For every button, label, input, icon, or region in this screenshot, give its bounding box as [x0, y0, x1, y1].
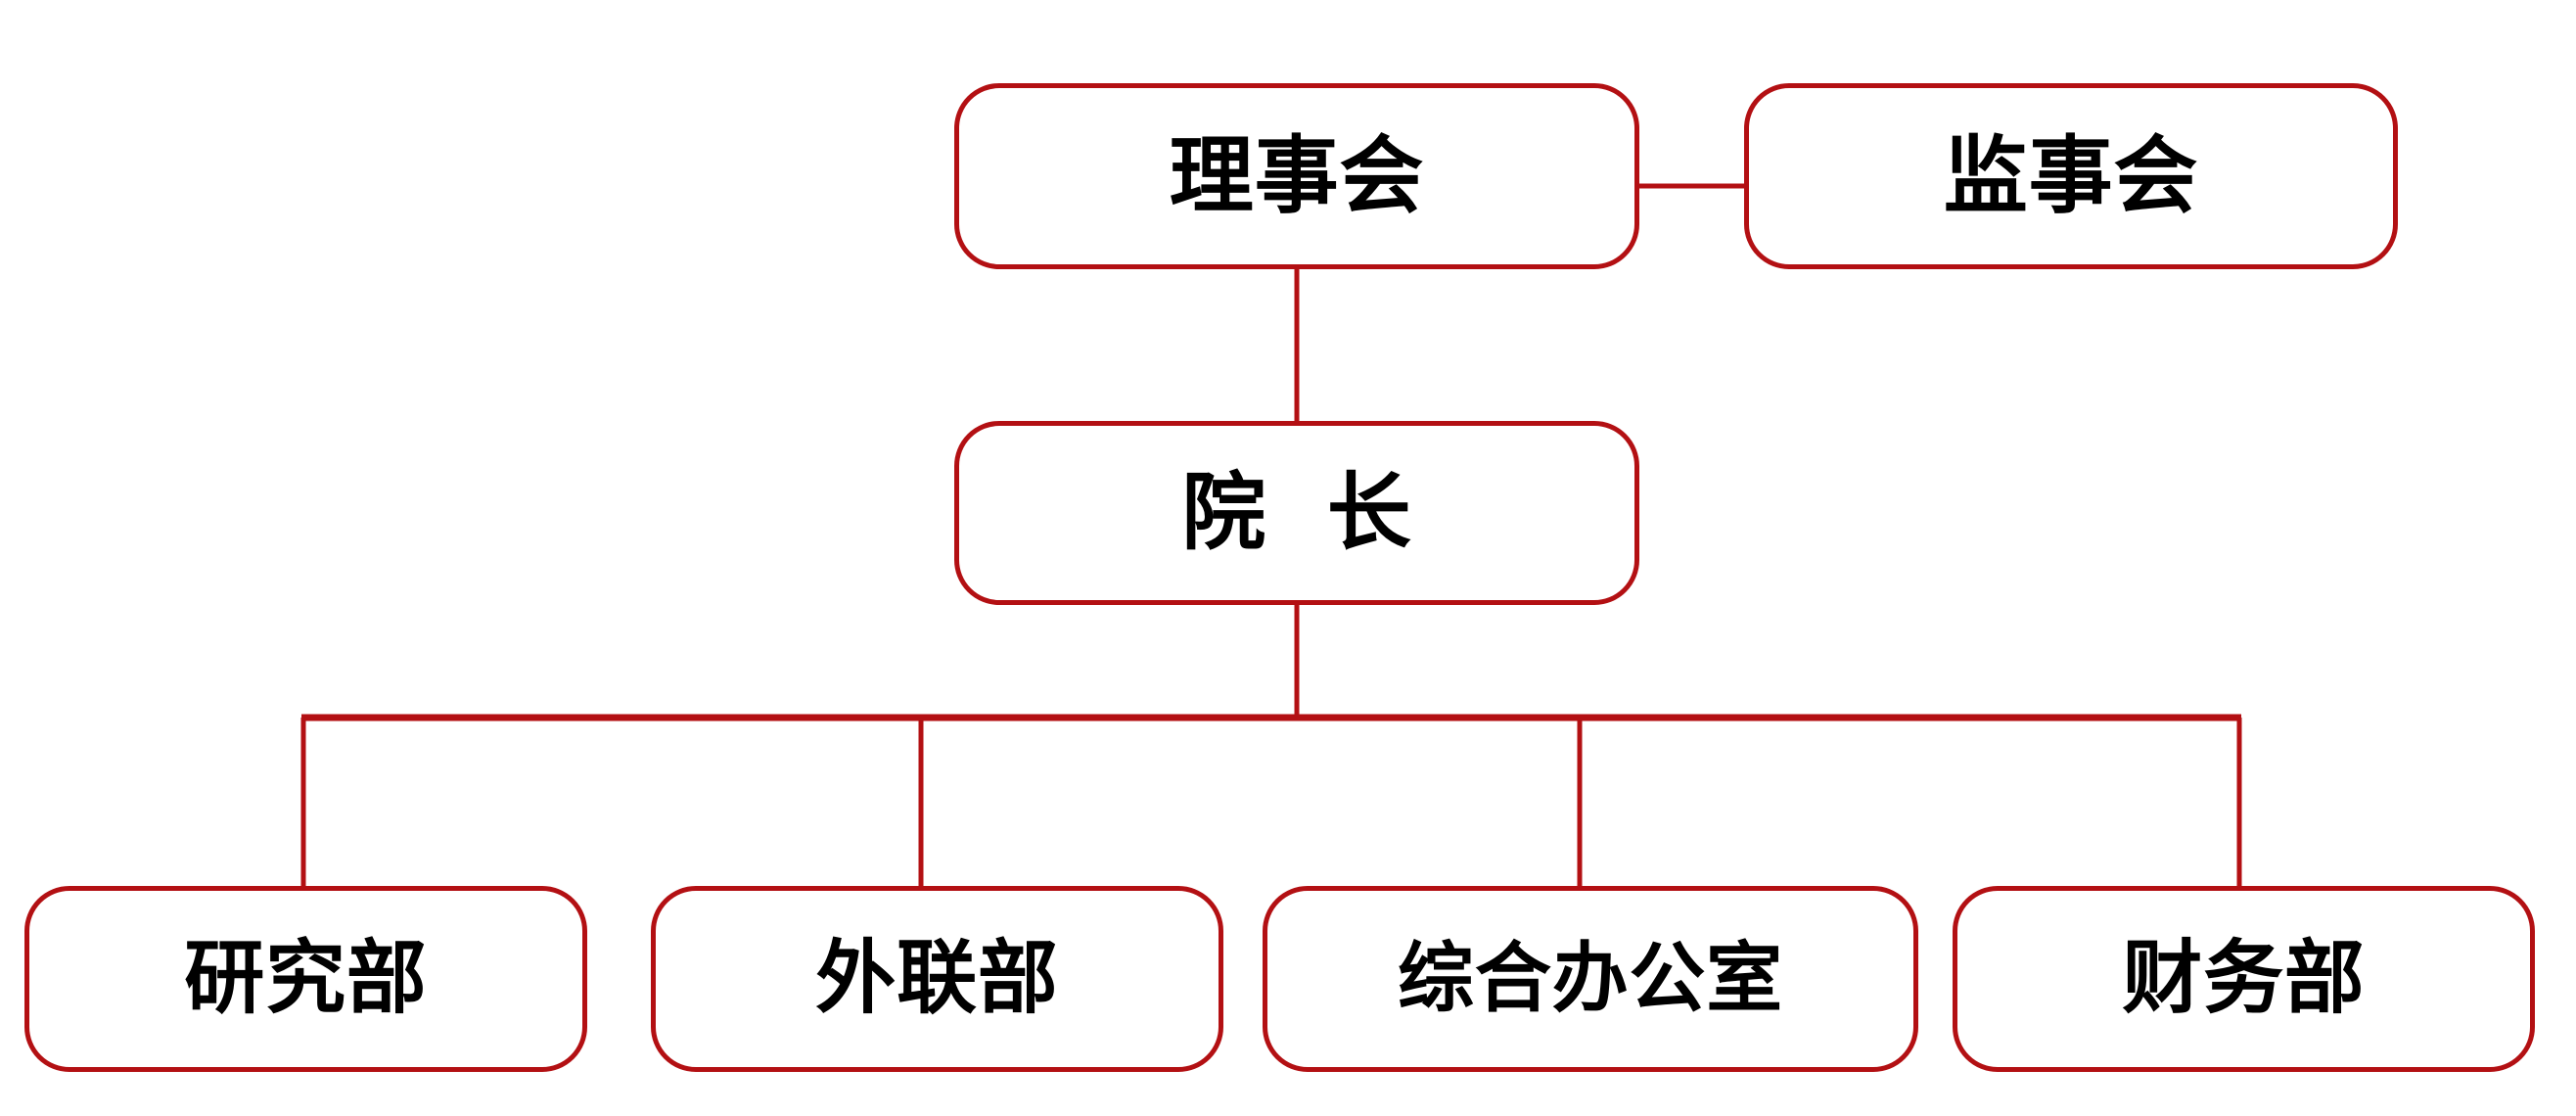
- node-president[interactable]: 院 长: [954, 421, 1639, 605]
- node-general-office-label: 综合办公室: [1398, 935, 1783, 1023]
- node-research-department[interactable]: 研究部: [24, 886, 587, 1072]
- node-finance-department-label: 财务部: [2122, 932, 2366, 1025]
- node-general-office[interactable]: 综合办公室: [1263, 886, 1918, 1072]
- node-president-label: 院 长: [1181, 464, 1412, 562]
- node-supervisor-label: 监事会: [1943, 127, 2199, 225]
- node-research-department-label: 研究部: [184, 932, 428, 1025]
- node-liaison-department-label: 外联部: [815, 932, 1059, 1025]
- node-board-label: 理事会: [1169, 127, 1425, 225]
- node-board[interactable]: 理事会: [954, 83, 1639, 269]
- node-supervisor[interactable]: 监事会: [1744, 83, 2398, 269]
- node-liaison-department[interactable]: 外联部: [651, 886, 1223, 1072]
- node-finance-department[interactable]: 财务部: [1953, 886, 2535, 1072]
